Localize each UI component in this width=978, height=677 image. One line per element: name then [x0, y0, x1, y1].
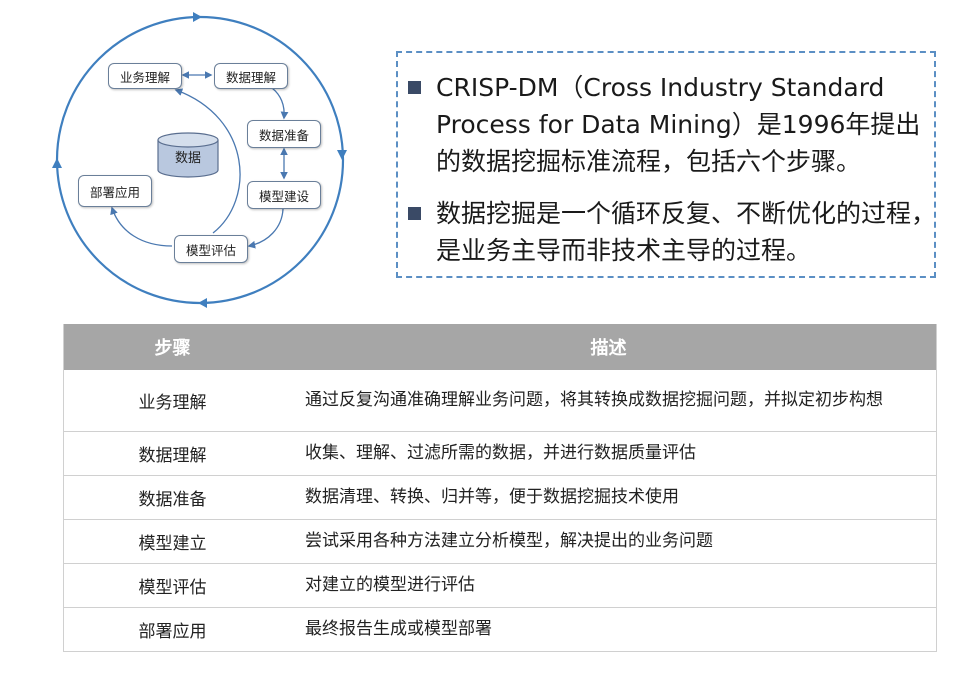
arrow-build-eval	[247, 208, 284, 249]
cell-step: 业务理解	[63, 370, 281, 432]
header-step: 步骤	[63, 324, 281, 370]
cell-step: 模型评估	[63, 563, 281, 608]
steps-table: 步骤 描述 业务理解 通过反复沟通准确理解业务问题，将其转换成数据挖掘问题，并拟…	[63, 324, 937, 652]
square-bullet-icon	[408, 81, 421, 94]
cycle-arrow-top	[193, 12, 202, 22]
node-evaluation: 模型评估	[174, 235, 248, 263]
node-modeling: 模型建设	[247, 181, 321, 209]
arrow-eval-deploy	[110, 206, 173, 247]
arrow-eval-biz	[174, 88, 241, 234]
table-row: 模型评估 对建立的模型进行评估	[63, 563, 937, 608]
cycle-diagram-svg	[52, 12, 347, 308]
table-row: 模型建立 尝试采用各种方法建立分析模型，解决提出的业务问题	[63, 519, 937, 564]
table-row: 数据准备 数据清理、转换、归并等，便于数据挖掘技术使用	[63, 475, 937, 520]
bullet-text: CRISP-DM（Cross Industry Standard Process…	[436, 73, 921, 176]
cycle-arrow-bottom	[198, 298, 207, 308]
cell-description: 通过反复沟通准确理解业务问题，将其转换成数据挖掘问题，并拟定初步构想	[281, 370, 937, 432]
node-data-understanding: 数据理解	[214, 63, 288, 89]
cell-description: 对建立的模型进行评估	[281, 563, 937, 608]
database-icon	[157, 132, 219, 178]
square-bullet-icon	[408, 207, 421, 220]
cycle-arrow-right	[337, 150, 347, 160]
table-header-row: 步骤 描述	[63, 324, 937, 370]
table-row: 数据理解 收集、理解、过滤所需的数据，并进行数据质量评估	[63, 431, 937, 476]
cell-step: 数据准备	[63, 475, 281, 520]
cycle-arrow-left	[52, 158, 62, 168]
header-description: 描述	[281, 324, 937, 370]
bullet-item: 数据挖掘是一个循环反复、不断优化的过程，是业务主导而非技术主导的过程。	[408, 195, 938, 269]
database-label: 数据	[174, 151, 201, 166]
crisp-dm-diagram: 数据 业务理解 数据理解 数据准备 模型建设 模型评估 部署应用	[0, 0, 360, 320]
arrow-datau-prep	[271, 87, 289, 120]
node-data-preparation: 数据准备	[247, 120, 321, 148]
bullet-item: CRISP-DM（Cross Industry Standard Process…	[408, 69, 938, 180]
cell-description: 最终报告生成或模型部署	[281, 607, 937, 652]
cell-description: 尝试采用各种方法建立分析模型，解决提出的业务问题	[281, 519, 937, 564]
bullet-text: 数据挖掘是一个循环反复、不断优化的过程，是业务主导而非技术主导的过程。	[436, 199, 937, 265]
cell-step: 部署应用	[63, 607, 281, 652]
cell-description: 收集、理解、过滤所需的数据，并进行数据质量评估	[281, 431, 937, 476]
cell-step: 模型建立	[63, 519, 281, 564]
table-row: 业务理解 通过反复沟通准确理解业务问题，将其转换成数据挖掘问题，并拟定初步构想	[63, 370, 937, 432]
node-deployment: 部署应用	[78, 175, 152, 207]
description-panel: CRISP-DM（Cross Industry Standard Process…	[396, 51, 936, 278]
cell-description: 数据清理、转换、归并等，便于数据挖掘技术使用	[281, 475, 937, 520]
node-business-understanding: 业务理解	[108, 63, 182, 89]
cell-step: 数据理解	[63, 431, 281, 476]
table-row: 部署应用 最终报告生成或模型部署	[63, 607, 937, 652]
